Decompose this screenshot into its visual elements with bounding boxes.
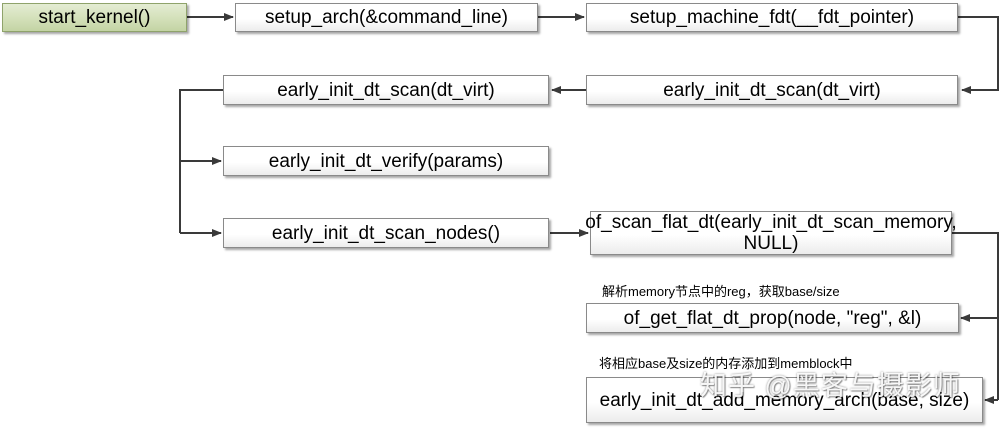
note-add-to-memblock: 将相应base及size的内存添加到memblock中 <box>599 356 853 371</box>
node-early-init-dt-verify: early_init_dt_verify(params) <box>223 146 549 176</box>
node-of-get-flat-dt-prop: of_get_flat_dt_prop(node, "reg", &l) <box>586 303 959 333</box>
node-early-init-dt-scan-right: early_init_dt_scan(dt_virt) <box>586 75 958 105</box>
node-early-init-dt-scan-nodes: early_init_dt_scan_nodes() <box>223 218 549 248</box>
branch-line-left <box>179 89 223 233</box>
node-early-init-dt-scan-left: early_init_dt_scan(dt_virt) <box>223 75 549 105</box>
watermark: 知乎 @黑客与摄影师 <box>700 371 961 401</box>
arrow-setup-machine-fdt-to-scan-right <box>958 16 999 94</box>
note-parse-memory-reg: 解析memory节点中的reg，获取base/size <box>602 284 840 299</box>
node-start-kernel: start_kernel() <box>2 3 187 32</box>
node-early-init-dt-add-memory-arch: early_init_dt_add_memory_arch(base, size… <box>586 377 983 423</box>
node-setup-machine-fdt: setup_machine_fdt(__fdt_pointer) <box>586 3 958 32</box>
node-setup-arch: setup_arch(&command_line) <box>235 3 538 32</box>
branch-line-right <box>952 232 999 400</box>
node-of-scan-flat-dt: of_scan_flat_dt(early_init_dt_scan_memor… <box>585 211 957 255</box>
